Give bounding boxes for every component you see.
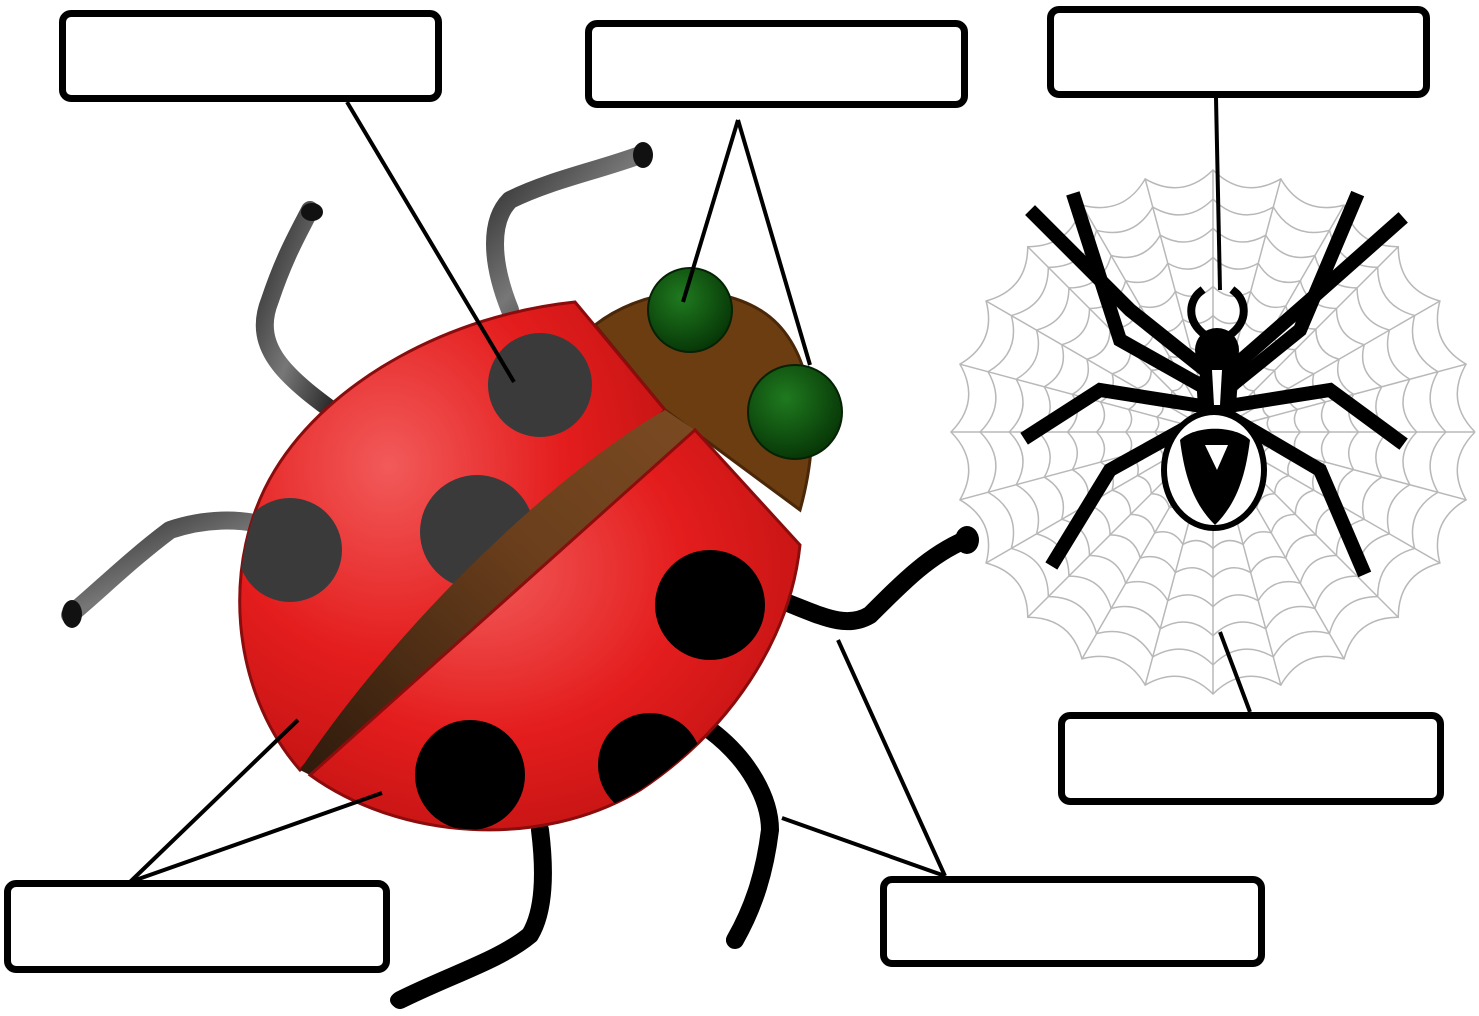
leg-right-middle xyxy=(780,540,965,621)
leader-line-wings-upper xyxy=(130,720,298,882)
spot xyxy=(488,333,592,437)
label-box-eyes[interactable] xyxy=(585,20,968,108)
spot xyxy=(415,720,525,830)
label-box-web[interactable] xyxy=(1058,712,1444,805)
label-box-spots[interactable] xyxy=(59,10,442,102)
leg-bottom-right xyxy=(710,730,770,940)
leg-top-left xyxy=(265,210,345,420)
label-box-legs[interactable] xyxy=(880,876,1265,967)
spot xyxy=(598,713,702,817)
leader-line-web xyxy=(1220,632,1250,712)
ladybug-eye-right xyxy=(748,365,842,459)
label-box-wings[interactable] xyxy=(4,880,390,973)
spider-leg xyxy=(1030,390,1195,435)
leader-line-legs-upper xyxy=(838,640,945,876)
spot xyxy=(655,550,765,660)
leader-line-wings-lower xyxy=(130,793,382,882)
label-box-spider[interactable] xyxy=(1047,6,1430,98)
leg-bottom-left xyxy=(400,830,543,1000)
leg-top-middle xyxy=(495,155,640,310)
